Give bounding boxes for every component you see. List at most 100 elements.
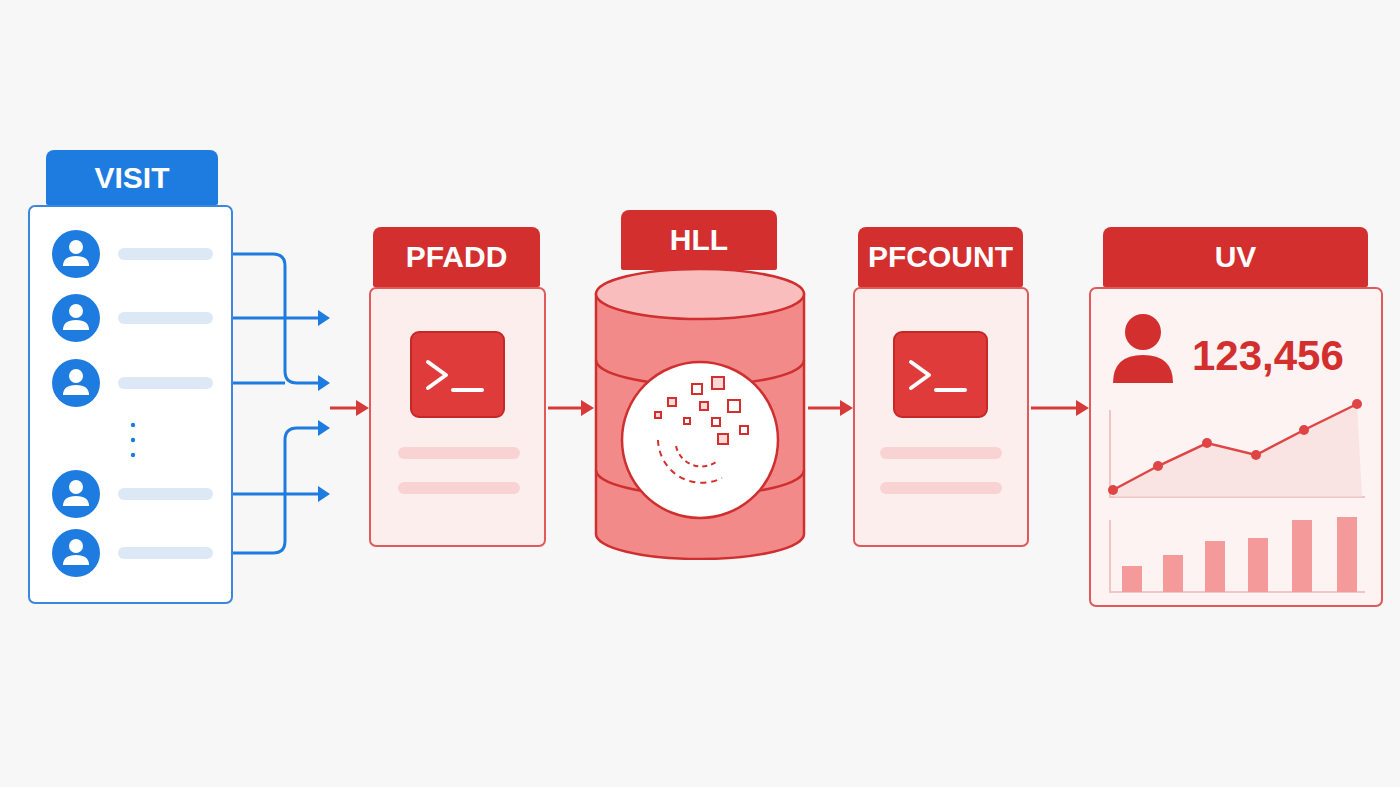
line-chart-part-part (1299, 425, 1309, 435)
user-silhouette-part (63, 320, 89, 330)
bar-chart-part (1122, 517, 1357, 592)
header-text: UV (1215, 240, 1257, 274)
header-tab: VISIT (46, 150, 218, 205)
arrow-line (546, 407, 582, 410)
wire-arrowhead (318, 310, 330, 502)
hll-register-icon-part (712, 418, 720, 426)
ellipsis-dots (131, 423, 135, 457)
line-chart-part (1113, 404, 1357, 490)
line-chart-part-part (1352, 399, 1362, 409)
visit-wire-part (233, 317, 320, 320)
line-chart-part (1113, 404, 1362, 497)
wire-arrowhead-part (318, 310, 330, 326)
user-icon-part (52, 529, 100, 577)
user-silhouette-part (69, 369, 83, 383)
metric-value: 123,456 (1192, 335, 1344, 377)
terminal-icon-part (936, 388, 965, 392)
user-silhouette (63, 240, 89, 565)
bar-chart-part-part (1248, 538, 1268, 592)
arrow-line (806, 407, 841, 410)
terminal-icon (411, 332, 987, 417)
user-silhouette-part (63, 555, 89, 565)
hll-register-icon-part (692, 384, 702, 394)
cylinder-body (596, 294, 804, 559)
cylinder-outline (594, 268, 806, 560)
hll-register-icon-part (684, 418, 690, 424)
visit-wire-part (233, 382, 285, 385)
hll-register-icon-part (712, 377, 724, 389)
user-silhouette-part (69, 480, 83, 494)
user-silhouette-part (63, 496, 89, 506)
arrowhead (1076, 400, 1089, 416)
placeholder-line (118, 248, 213, 559)
line-chart-part (1108, 399, 1362, 495)
header-tab: PFADD (373, 227, 540, 287)
wire-arrowhead-part (318, 375, 330, 391)
ellipsis-dots-part (131, 438, 135, 442)
uv-dashboard: UV123,456 (1089, 287, 1383, 607)
user-icon-part (52, 470, 100, 518)
ellipsis-dots-part (131, 423, 135, 427)
line-chart (1108, 399, 1365, 497)
line-chart-part-part (1153, 461, 1163, 471)
placeholder-line-part (398, 482, 520, 494)
header-tab: HLL (621, 210, 777, 270)
visit-box: VISIT (28, 205, 233, 604)
placeholder-line-part (118, 377, 213, 389)
bar-chart-part-part (1122, 566, 1142, 592)
visit-wire (233, 254, 320, 553)
placeholder-line-part (118, 312, 213, 324)
terminal-icon-part (894, 332, 987, 417)
terminal-icon-part (428, 362, 446, 388)
hll-register-icon-part (740, 426, 748, 434)
line-chart-part (1110, 410, 1365, 497)
user-silhouette-part (69, 539, 83, 553)
placeholder-line-part (118, 488, 213, 500)
header-text: HLL (670, 223, 728, 257)
placeholder-line-part (118, 547, 213, 559)
line-chart-part-part (1202, 438, 1212, 448)
flow-arrow (233, 400, 369, 416)
flow-arrow (1029, 400, 1089, 416)
arrow-line (233, 407, 357, 410)
hll-register-icon-part (658, 440, 722, 483)
hll-database: HLL (594, 268, 806, 560)
person-icon-part (1125, 314, 1161, 350)
terminal-icon-part (453, 388, 482, 392)
user-silhouette-part (63, 385, 89, 395)
arrow-line (1029, 407, 1077, 410)
visit-wire-part (233, 428, 320, 553)
wire-arrowhead-part (318, 420, 330, 436)
header-text: VISIT (94, 161, 169, 195)
line-chart-part-part (1108, 485, 1118, 495)
user-silhouette-part (63, 256, 89, 266)
user-icon-part (52, 294, 100, 342)
user-icon-part (52, 230, 100, 278)
ellipsis-dots-part (131, 453, 135, 457)
header-tab: UV (1103, 227, 1368, 287)
placeholder-line-part (398, 447, 520, 459)
bar-chart (1110, 517, 1365, 592)
user-silhouette-part (69, 240, 83, 254)
terminal-icon-part (911, 362, 929, 388)
flow-arrow (806, 400, 853, 416)
placeholder-line-part (880, 447, 1002, 459)
bar-chart-part-part (1292, 520, 1312, 592)
terminal-icon-part (411, 332, 504, 417)
user-icon-part (52, 359, 100, 407)
hll-register-icon (655, 377, 748, 483)
bar-chart-part (1110, 520, 1365, 592)
command-box: PFADD (369, 287, 546, 547)
hll-register-icon-part (668, 398, 676, 406)
placeholder-line-part (880, 482, 1002, 494)
header-text: PFCOUNT (868, 240, 1013, 274)
user-silhouette-part (69, 304, 83, 318)
arrowhead (356, 400, 369, 416)
person-icon (1113, 314, 1173, 383)
hll-register-icon-part (728, 400, 740, 412)
line-chart-part-part (1251, 450, 1261, 460)
wire-arrowhead-part (318, 486, 330, 502)
bar-chart-part-part (1205, 541, 1225, 592)
